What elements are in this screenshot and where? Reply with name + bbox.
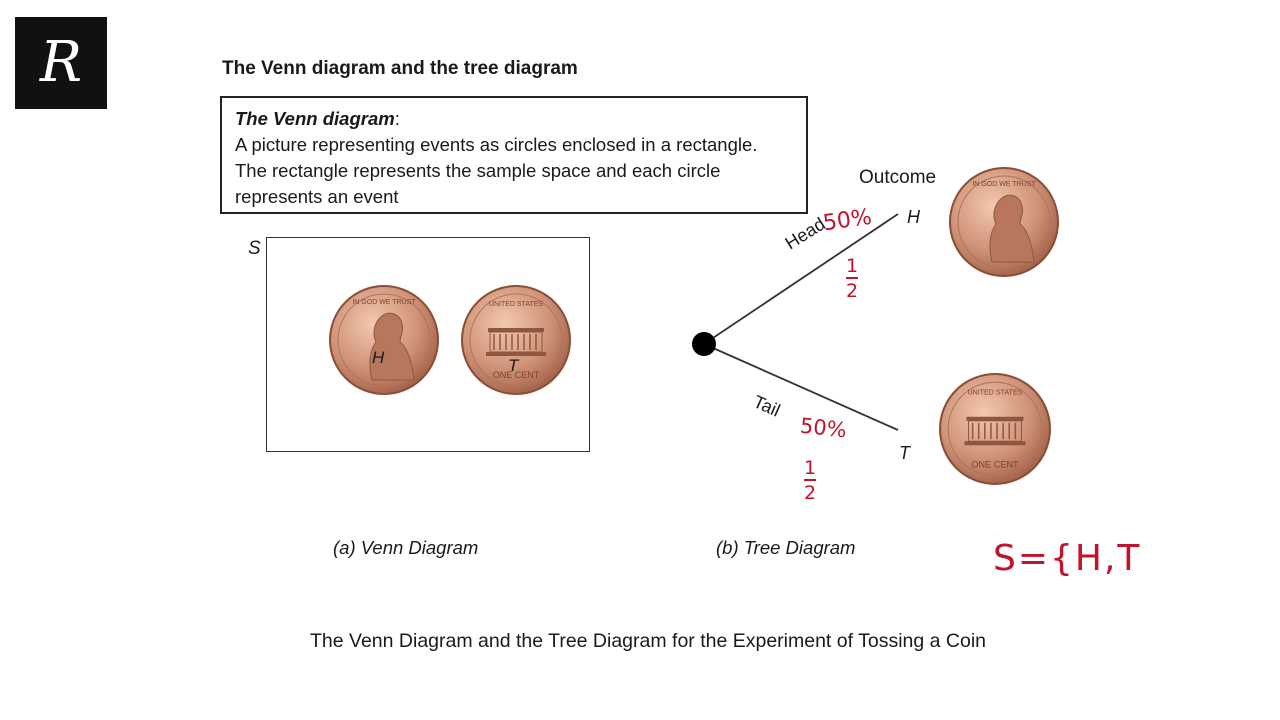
tail-branch-line	[703, 343, 899, 431]
sample-space-note: S={H,T	[993, 538, 1142, 579]
head-branch-line	[703, 213, 899, 345]
tail-fraction-note: 1 2	[804, 458, 816, 503]
tail-fraction-bar	[804, 479, 817, 481]
tail-percent-note: 50%	[798, 413, 848, 443]
venn-rectangle	[266, 237, 590, 452]
head-fraction-note: 1 2	[846, 256, 858, 301]
definition-box: The Venn diagram: A picture representing…	[220, 96, 808, 214]
head-branch-label: Head	[782, 214, 829, 254]
tail-branch-label: Tail	[750, 391, 783, 420]
head-fraction-bar	[846, 277, 859, 279]
svg-text:ONE CENT: ONE CENT	[971, 460, 1019, 470]
definition-title: The Venn diagram	[235, 108, 395, 129]
tail-fraction-numerator: 1	[804, 457, 817, 479]
sample-space-label: S	[248, 238, 261, 259]
logo-monogram: R	[39, 30, 83, 95]
head-fraction-numerator: 1	[846, 255, 859, 277]
svg-text:ONE CENT: ONE CENT	[493, 370, 540, 380]
penny-heads-icon: IN GOD WE TRUST	[329, 285, 439, 395]
tail-outcome-label: T	[899, 443, 910, 463]
svg-text:IN GOD WE TRUST: IN GOD WE TRUST	[972, 181, 1036, 188]
definition-colon: :	[394, 108, 400, 129]
tree-caption: (b) Tree Diagram	[716, 537, 856, 558]
head-outcome-label: H	[907, 207, 920, 227]
tails-label: T	[508, 356, 519, 375]
svg-text:IN GOD WE TRUST: IN GOD WE TRUST	[352, 299, 416, 306]
outcome-header: Outcome	[859, 167, 937, 188]
venn-caption: (a) Venn Diagram	[333, 537, 479, 558]
head-fraction-denominator: 2	[846, 280, 859, 302]
channel-logo: R	[15, 17, 107, 109]
heads-label: H	[372, 348, 385, 367]
root-node	[692, 332, 716, 356]
tail-fraction-denominator: 2	[804, 482, 817, 504]
svg-text:UNITED STATES: UNITED STATES	[489, 301, 544, 308]
figure-caption: The Venn Diagram and the Tree Diagram fo…	[310, 630, 986, 652]
page-heading: The Venn diagram and the tree diagram	[222, 58, 578, 79]
outcome-heads-coin-icon: IN GOD WE TRUST	[949, 167, 1059, 277]
definition-text: A picture representing events as circles…	[235, 134, 758, 207]
penny-tails-icon: UNITED STATES ONE CENT	[461, 285, 571, 395]
svg-text:UNITED STATES: UNITED STATES	[967, 388, 1022, 396]
outcome-tails-coin-icon: UNITED STATES ONE CENT	[939, 373, 1051, 485]
